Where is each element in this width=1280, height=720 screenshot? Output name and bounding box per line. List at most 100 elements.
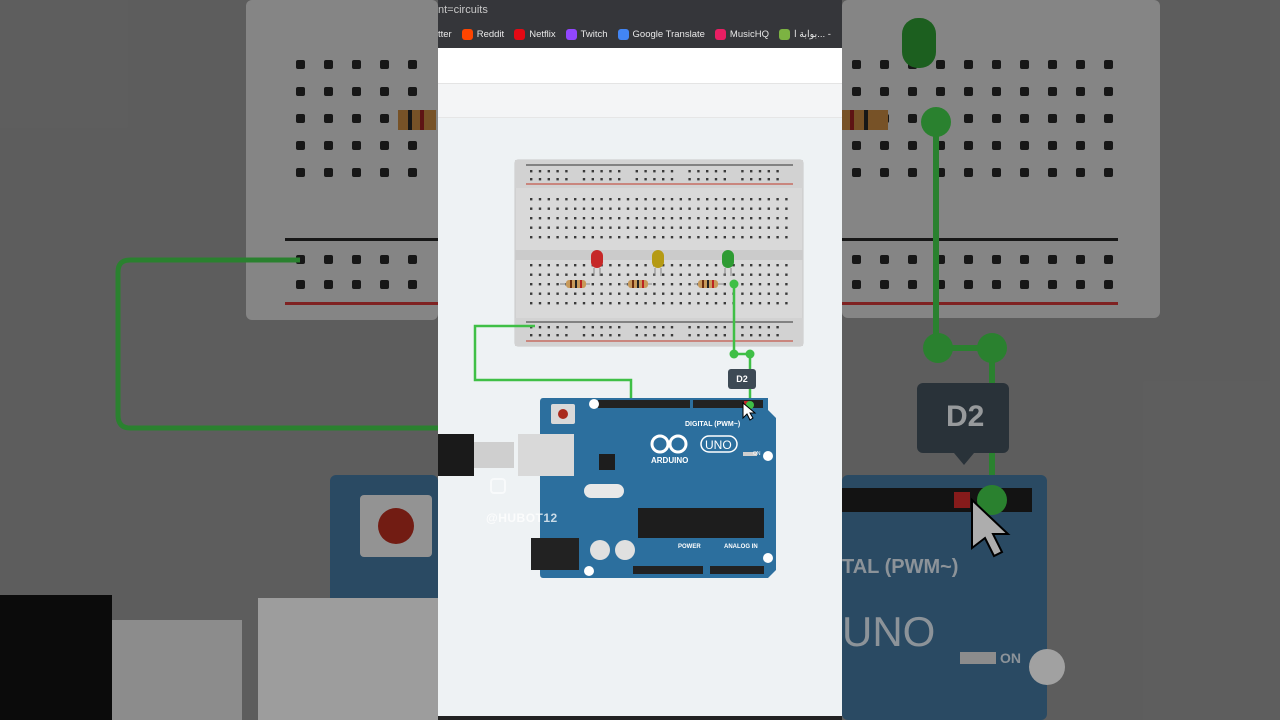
breadboard-hole[interactable]: [626, 302, 630, 305]
breadboard-hole[interactable]: [776, 178, 779, 181]
breadboard-hole[interactable]: [670, 292, 674, 295]
breadboard-hole[interactable]: [626, 236, 630, 239]
breadboard-hole[interactable]: [600, 326, 603, 329]
breadboard-hole[interactable]: [741, 283, 744, 286]
breadboard-hole[interactable]: [600, 226, 603, 229]
breadboard-hole[interactable]: [679, 207, 682, 210]
breadboard-hole[interactable]: [609, 178, 612, 181]
breadboard-hole[interactable]: [591, 198, 594, 201]
breadboard-hole[interactable]: [679, 283, 682, 286]
breadboard-hole[interactable]: [758, 292, 762, 295]
breadboard-hole[interactable]: [679, 236, 682, 239]
breadboard-hole[interactable]: [697, 302, 700, 305]
breadboard-hole[interactable]: [776, 292, 779, 295]
breadboard-hole[interactable]: [741, 292, 744, 295]
breadboard-hole[interactable]: [530, 178, 533, 181]
breadboard-hole[interactable]: [565, 207, 568, 210]
breadboard-hole[interactable]: [670, 198, 674, 201]
breadboard-hole[interactable]: [714, 334, 718, 337]
resistor-3[interactable]: [694, 280, 724, 288]
breadboard-hole[interactable]: [556, 226, 559, 229]
breadboard-hole[interactable]: [530, 217, 533, 220]
breadboard-hole[interactable]: [538, 326, 542, 329]
breadboard-hole[interactable]: [574, 292, 577, 295]
breadboard-hole[interactable]: [776, 198, 779, 201]
gnd-wire[interactable]: [473, 324, 633, 406]
breadboard-hole[interactable]: [574, 264, 577, 267]
breadboard-hole[interactable]: [758, 273, 762, 276]
breadboard-hole[interactable]: [653, 217, 656, 220]
breadboard-hole[interactable]: [670, 283, 674, 286]
breadboard-hole[interactable]: [644, 236, 647, 239]
breadboard-hole[interactable]: [644, 292, 647, 295]
breadboard-hole[interactable]: [582, 236, 586, 239]
breadboard-hole[interactable]: [662, 217, 665, 220]
breadboard-hole[interactable]: [530, 283, 533, 286]
breadboard-hole[interactable]: [750, 217, 753, 220]
breadboard-hole[interactable]: [697, 264, 700, 267]
breadboard-hole[interactable]: [547, 334, 550, 337]
breadboard-hole[interactable]: [618, 207, 621, 210]
breadboard-hole[interactable]: [635, 198, 638, 201]
breadboard-hole[interactable]: [670, 334, 674, 337]
breadboard-hole[interactable]: [741, 198, 744, 201]
circuit-canvas[interactable]: D2 DIGITAL (PWM~) ARDUINO UNO ON POWER A…: [438, 118, 842, 720]
breadboard-hole[interactable]: [600, 236, 603, 239]
green-led[interactable]: [722, 250, 734, 276]
breadboard-hole[interactable]: [600, 217, 603, 220]
breadboard-hole[interactable]: [530, 334, 533, 337]
breadboard-hole[interactable]: [565, 292, 568, 295]
breadboard-hole[interactable]: [600, 292, 603, 295]
breadboard-hole[interactable]: [741, 170, 744, 173]
breadboard-hole[interactable]: [714, 326, 718, 329]
breadboard-hole[interactable]: [609, 198, 612, 201]
breadboard-hole[interactable]: [538, 178, 542, 181]
breadboard-hole[interactable]: [591, 207, 594, 210]
breadboard-hole[interactable]: [785, 283, 788, 286]
breadboard-hole[interactable]: [697, 178, 700, 181]
breadboard-hole[interactable]: [741, 217, 744, 220]
breadboard-hole[interactable]: [626, 264, 630, 267]
breadboard-hole[interactable]: [679, 264, 682, 267]
breadboard-hole[interactable]: [732, 264, 735, 267]
breadboard-hole[interactable]: [706, 326, 709, 329]
breadboard-hole[interactable]: [723, 292, 726, 295]
breadboard-hole[interactable]: [644, 264, 647, 267]
breadboard-hole[interactable]: [644, 170, 647, 173]
breadboard-hole[interactable]: [618, 264, 621, 267]
breadboard-hole[interactable]: [714, 273, 718, 276]
breadboard-hole[interactable]: [785, 207, 788, 210]
breadboard-hole[interactable]: [670, 217, 674, 220]
breadboard-hole[interactable]: [776, 170, 779, 173]
breadboard-hole[interactable]: [750, 292, 753, 295]
breadboard-hole[interactable]: [556, 273, 559, 276]
breadboard-hole[interactable]: [538, 292, 542, 295]
breadboard-hole[interactable]: [626, 292, 630, 295]
breadboard-hole[interactable]: [714, 302, 718, 305]
breadboard-hole[interactable]: [547, 302, 550, 305]
breadboard-hole[interactable]: [697, 226, 700, 229]
breadboard-hole[interactable]: [600, 302, 603, 305]
breadboard-hole[interactable]: [530, 226, 533, 229]
breadboard-hole[interactable]: [767, 326, 770, 329]
breadboard-hole[interactable]: [662, 207, 665, 210]
breadboard-hole[interactable]: [635, 302, 638, 305]
breadboard-hole[interactable]: [706, 302, 709, 305]
breadboard-hole[interactable]: [785, 264, 788, 267]
breadboard-hole[interactable]: [644, 326, 647, 329]
breadboard-hole[interactable]: [706, 217, 709, 220]
breadboard-hole[interactable]: [688, 207, 691, 210]
breadboard-hole[interactable]: [679, 217, 682, 220]
breadboard-hole[interactable]: [750, 264, 753, 267]
breadboard-hole[interactable]: [582, 198, 586, 201]
breadboard-hole[interactable]: [582, 273, 586, 276]
breadboard-hole[interactable]: [591, 283, 594, 286]
breadboard-hole[interactable]: [758, 264, 762, 267]
breadboard-hole[interactable]: [750, 226, 753, 229]
breadboard-hole[interactable]: [635, 236, 638, 239]
breadboard-hole[interactable]: [776, 264, 779, 267]
breadboard-hole[interactable]: [653, 207, 656, 210]
breadboard-hole[interactable]: [609, 283, 612, 286]
breadboard-hole[interactable]: [547, 226, 550, 229]
bookmark-item[interactable]: Twitch: [565, 28, 608, 40]
